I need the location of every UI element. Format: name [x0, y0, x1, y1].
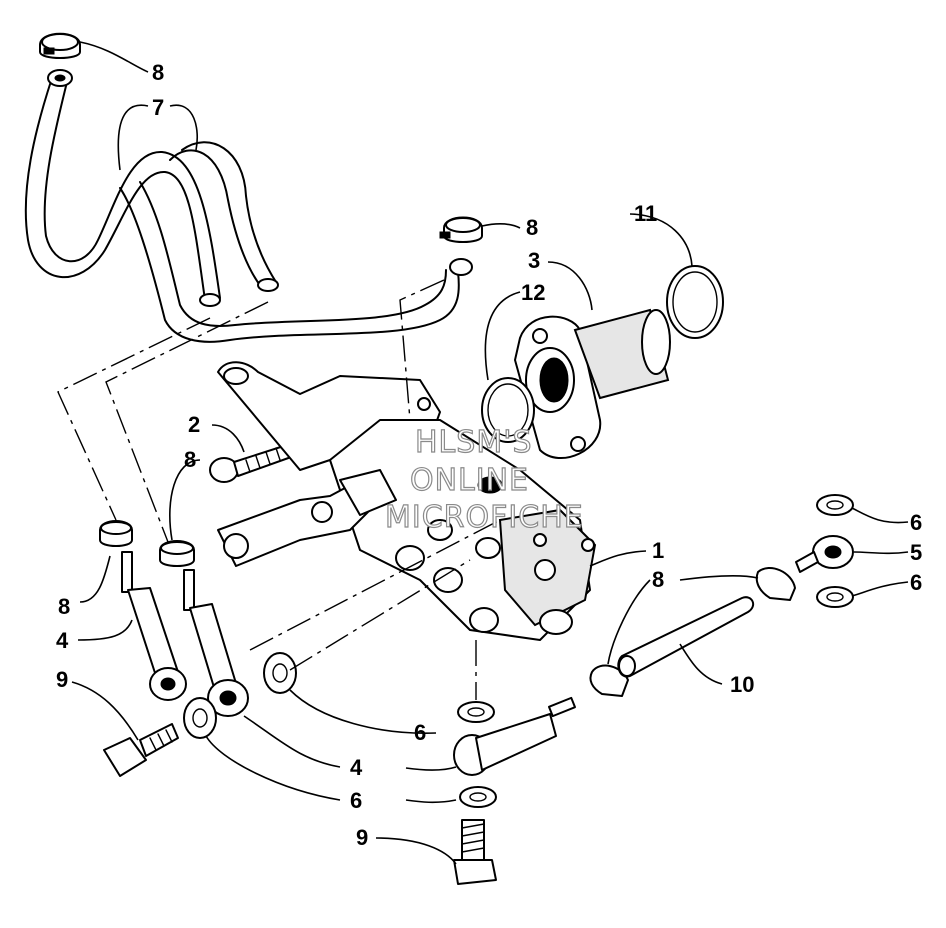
o-ring-large: [666, 265, 724, 339]
banjo-bolt-left: [103, 723, 179, 777]
washer-bottom: [459, 786, 497, 808]
callout-5-banjo: 5: [910, 540, 922, 565]
watermark-line-1: HLSM'S: [415, 425, 533, 460]
banjo-fitting-bottom: [453, 696, 576, 776]
callout-6-right-upper: 6: [910, 510, 922, 535]
assembly-centerlines: [57, 279, 501, 700]
callout-8-left-lower: 8: [58, 594, 70, 619]
banjo-fitting-right: [795, 535, 854, 573]
callout-9-bottom: 9: [356, 825, 368, 850]
o-ring-small: [481, 377, 535, 443]
callout-6-bottom: 6: [350, 788, 362, 813]
control-lever: [217, 469, 397, 567]
callout-3-flange: 3: [528, 248, 540, 273]
callout-10-oil-line: 10: [730, 672, 754, 697]
callout-2-bolt: 2: [188, 412, 200, 437]
callout-6-center: 6: [414, 720, 426, 745]
oil-pump-body: [329, 419, 597, 641]
callout-8-mid: 8: [526, 215, 538, 240]
callout-8-top: 8: [152, 60, 164, 85]
hose-clamp-right-a: [755, 567, 796, 601]
callout-4-left: 4: [56, 628, 69, 653]
hose-clamp-mid: [439, 216, 483, 243]
callout-4-bottom: 4: [350, 755, 363, 780]
washer-top-right: [816, 494, 854, 516]
banjo-fitting-left: [121, 551, 187, 701]
washer-center: [457, 701, 495, 723]
hose-clamp-left-a: [99, 520, 133, 547]
callout-6-right-lower: 6: [910, 570, 922, 595]
hose-clamp-right-b: [589, 664, 629, 697]
washer-left: [263, 652, 297, 694]
callout-12-o-ring: 12: [521, 280, 545, 305]
oil-line: [617, 596, 755, 678]
callout-leaders: [71, 41, 909, 865]
callout-9-left: 9: [56, 667, 68, 692]
callout-11-o-ring: 11: [634, 201, 657, 226]
mounting-flange: [514, 308, 671, 460]
washer-lower-right: [816, 586, 854, 608]
washer-bottom-left: [183, 697, 217, 739]
watermark-line-2: ONLINE: [410, 463, 529, 498]
banjo-bolt-bottom: [453, 819, 497, 885]
bolt: [209, 443, 295, 483]
callout-8-left-upper: 8: [184, 447, 196, 472]
banjo-fitting-center: [183, 569, 249, 717]
hose-clamp-top: [39, 32, 81, 59]
callout-8-right: 8: [652, 567, 664, 592]
watermark-line-3: MICROFICHE: [385, 500, 584, 535]
callout-7-hoses: 7: [152, 95, 164, 120]
callout-1-oil-pump: 1: [652, 538, 664, 563]
hose-clamp-left-b: [159, 540, 195, 567]
hose-assembly: [24, 69, 473, 343]
